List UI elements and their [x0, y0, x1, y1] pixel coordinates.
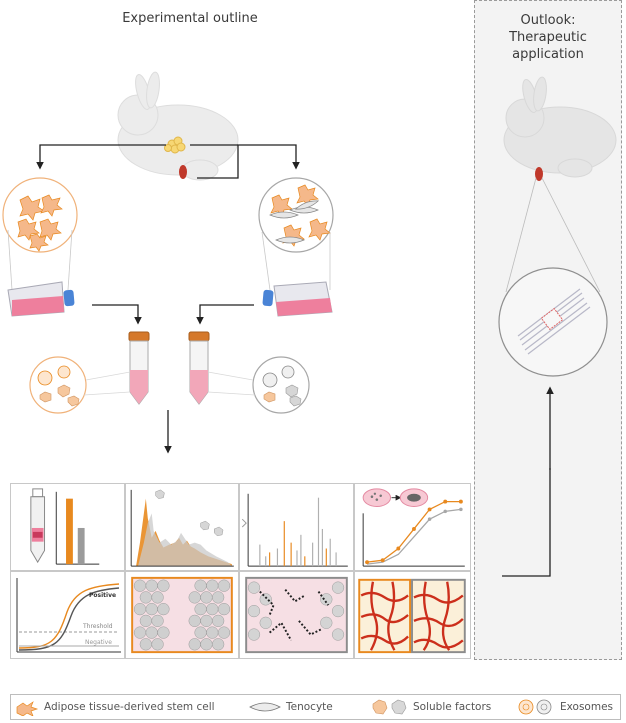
- tenocyte-culture-flask: [262, 281, 333, 317]
- soluble-factors-legend-label: Soluble factors: [413, 701, 492, 713]
- soluble-factors-legend-icon: [372, 699, 407, 715]
- tenocyte-legend-icon: [249, 702, 281, 712]
- outlook-title-line1: Outlook:: [520, 13, 576, 28]
- tendon-scaffold-circle: [498, 267, 608, 377]
- harvest-arrows: [36, 144, 300, 179]
- adsc-culture-flask: [7, 281, 75, 317]
- adsc-conditioned-medium-tube: [128, 331, 150, 405]
- conditioned-medium-arrows: [92, 304, 254, 325]
- therapeutic-arrow-stem: [502, 468, 551, 577]
- outlook-rabbit-icon: [503, 76, 617, 178]
- tendon-icon: [179, 165, 187, 179]
- adsc-culture-circle: [2, 177, 78, 253]
- adsc-secretome-circle: [29, 356, 87, 414]
- tenocyte-secretome-circle: [252, 356, 310, 414]
- migration-assay-panel: [125, 571, 239, 659]
- qpcr-panel: Positive Threshold Negative: [10, 571, 125, 659]
- proteomics-panel: [239, 483, 354, 571]
- tenocyte-conditioned-medium-tube: [188, 331, 210, 405]
- zoom-lines: [7, 229, 331, 291]
- exosomes-legend-icon: [518, 699, 552, 715]
- immunostaining-panel: [239, 571, 354, 659]
- tenocyte-legend-label: Tenocyte: [286, 701, 333, 713]
- outlook-zoom-lines: [505, 177, 601, 293]
- particle-size-panel: [125, 483, 239, 571]
- outlook-title-line2: Therapeutic application: [509, 30, 587, 62]
- positive-label: Positive: [89, 592, 117, 599]
- qpcr-curves: [16, 578, 121, 653]
- threshold-label: Threshold: [83, 623, 113, 630]
- outlook-tendon-icon: [535, 167, 543, 181]
- secretome-zoom-lines: [83, 371, 256, 396]
- collagen-network-panel: [354, 571, 471, 659]
- protein-quantification-panel: [10, 483, 125, 571]
- adsc-legend-label: Adipose tissue-derived stem cell: [44, 701, 215, 713]
- negative-label: Negative: [85, 639, 112, 646]
- proliferation-panel: [354, 483, 471, 571]
- adipose-tissue-icon: [164, 136, 186, 154]
- experimental-diagram: [2, 71, 617, 470]
- rabbit-icon: [117, 71, 239, 181]
- outlook-title: Outlook: Therapeutic application: [474, 12, 622, 63]
- tenocyte-culture-circle: [258, 177, 334, 253]
- exosomes-legend-label: Exosomes: [560, 701, 614, 713]
- experimental-outline-title: Experimental outline: [122, 11, 258, 26]
- adsc-legend-icon: [16, 701, 39, 716]
